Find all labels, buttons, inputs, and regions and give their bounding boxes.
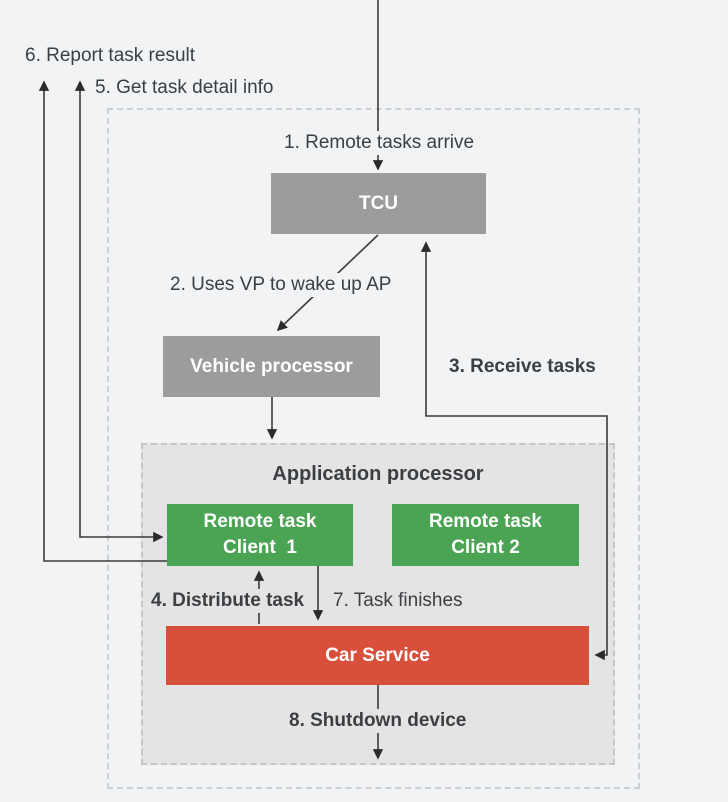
step-5-get-task-detail-info: 5. Get task detail info [92,76,277,100]
remote-task-client-2-box: Remote task Client 2 [392,504,579,566]
vehicle-processor-box: Vehicle processor [163,336,380,397]
remote-task-client-1-line2: Client 1 [223,537,297,558]
vehicle-processor-label: Vehicle processor [190,355,353,377]
step-7-task-finishes: 7. Task finishes [330,589,466,613]
step-3-receive-tasks: 3. Receive tasks [446,355,599,379]
car-service-box: Car Service [166,626,589,685]
remote-task-client-2-line2: Client 2 [451,537,520,558]
application-processor-title: Application processor [272,463,484,485]
remote-task-client-1-box: Remote task Client 1 [167,504,353,566]
step-1-remote-tasks-arrive: 1. Remote tasks arrive [281,131,478,155]
car-service-label: Car Service [325,644,430,666]
remote-task-client-1-line1: Remote task [203,511,317,532]
step-4-distribute-task: 4. Distribute task [148,589,308,613]
remote-task-client-2-line1: Remote task [429,511,542,532]
step-2-uses-vp-to-wake-up-ap: 2. Uses VP to wake up AP [167,273,395,297]
tcu-box: TCU [271,173,486,234]
step-6-report-task-result: 6. Report task result [22,44,199,68]
tcu-label: TCU [358,192,399,214]
step-8-shutdown-device: 8. Shutdown device [286,709,470,733]
